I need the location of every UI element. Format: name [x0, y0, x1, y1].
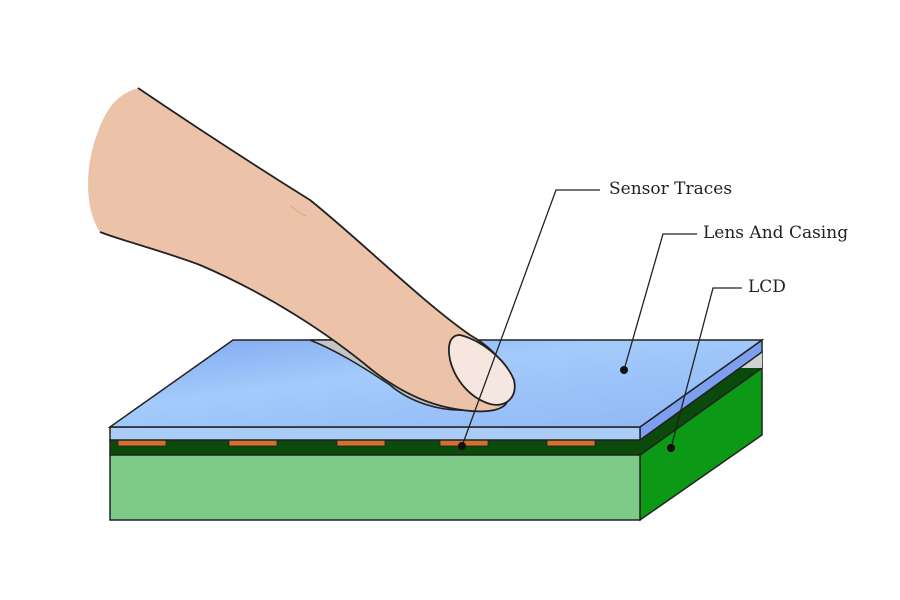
sensor-trace [117, 439, 167, 447]
finger [88, 88, 511, 412]
finger-outline-top [99, 87, 512, 413]
label-lens-and-casing: Lens And Casing [703, 223, 849, 243]
lcd-dot [667, 444, 675, 452]
sensor-traces-leader [461, 189, 600, 447]
lens-leader [623, 233, 697, 371]
sensor-traces-dot [458, 442, 466, 450]
knuckle-crease [289, 204, 307, 217]
fingernail [447, 334, 516, 406]
label-sensor-traces: Sensor Traces [609, 179, 733, 199]
lcd-front [109, 454, 641, 521]
label-lcd: LCD [748, 277, 786, 297]
sensor-trace [546, 439, 596, 447]
sensor-trace [336, 439, 386, 447]
lens-dot [620, 366, 628, 374]
lcd-leader [670, 287, 742, 449]
lens-front-edge [109, 426, 641, 441]
sensor-trace [228, 439, 278, 447]
